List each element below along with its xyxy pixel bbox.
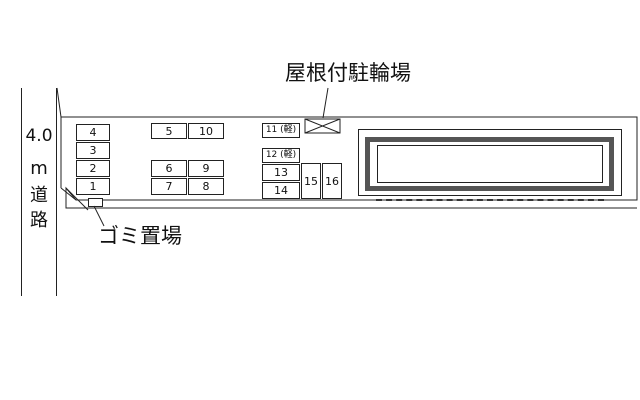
road-edge-line [21, 88, 22, 296]
parking-slot: 12 (軽) [262, 148, 300, 163]
parking-slot: 15 [301, 163, 321, 199]
parking-slot: 3 [76, 142, 110, 159]
parking-slot: 9 [188, 160, 224, 177]
building-outer [358, 129, 622, 196]
road-width-label: 4.0 [25, 126, 53, 146]
parking-slot: 6 [151, 160, 187, 177]
building-inner [377, 145, 603, 183]
parking-slot: 2 [76, 160, 110, 177]
road-name-char1: 道 [30, 185, 48, 206]
parking-slot: 8 [188, 178, 224, 195]
bike-parking-label: 屋根付駐輪場 [285, 61, 411, 85]
parking-slot: 16 [322, 163, 342, 199]
garbage-area-box [88, 198, 103, 207]
parking-slot: 7 [151, 178, 187, 195]
road-name-char2: 路 [30, 210, 48, 231]
garbage-label: ゴミ置場 [98, 224, 182, 248]
parking-slot: 10 [188, 123, 224, 139]
parking-slot: 11 (軽) [262, 123, 300, 138]
parking-slot: 1 [76, 178, 110, 195]
parking-slot: 5 [151, 123, 187, 139]
parking-slot: 4 [76, 124, 110, 141]
parking-slot: 14 [262, 182, 300, 199]
road-edge-line-right [56, 88, 57, 296]
road-unit-label: m [30, 158, 48, 179]
parking-slot: 13 [262, 164, 300, 181]
building-balcony-line [376, 199, 604, 201]
